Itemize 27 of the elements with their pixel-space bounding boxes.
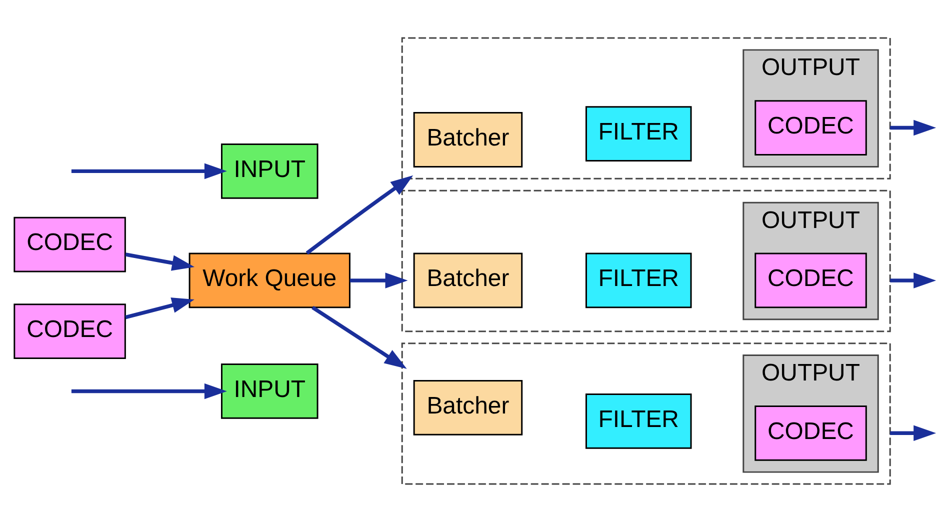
node-box: FILTER xyxy=(585,252,692,308)
node-box: Work Queue xyxy=(188,252,350,308)
arrow xyxy=(125,252,195,271)
cluster xyxy=(401,190,891,332)
node-box: INPUT xyxy=(220,144,318,199)
node-box: CODEC xyxy=(754,405,867,461)
node-box: FILTER xyxy=(585,393,692,449)
node-box: FILTER xyxy=(585,106,692,162)
arrow xyxy=(306,175,414,255)
node-box: CODEC xyxy=(14,216,126,272)
node-box: CODEC xyxy=(14,304,126,360)
arrow xyxy=(890,425,936,442)
node-box: Batcher xyxy=(413,112,523,168)
arrow xyxy=(71,383,227,400)
node-box: INPUT xyxy=(220,364,318,419)
cluster xyxy=(401,342,891,485)
node-box: CODEC xyxy=(754,100,867,156)
arrow xyxy=(312,306,407,369)
arrow xyxy=(71,163,227,180)
arrow xyxy=(350,272,408,288)
cluster xyxy=(401,37,891,180)
arrow xyxy=(890,120,936,136)
arrow xyxy=(890,272,936,288)
node-box: CODEC xyxy=(754,252,867,308)
arrow xyxy=(125,298,194,320)
node-box: Batcher xyxy=(413,252,523,308)
node-box: Batcher xyxy=(413,380,523,436)
